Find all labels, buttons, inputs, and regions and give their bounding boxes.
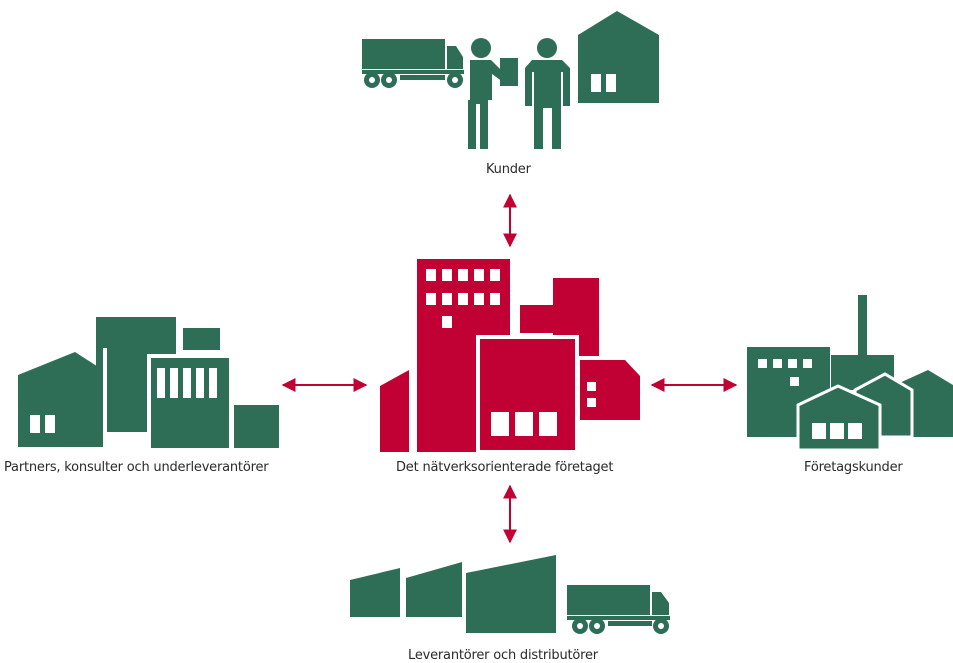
buildings-icon	[18, 317, 279, 448]
truck-icon	[362, 39, 464, 88]
office-buildings-icon	[380, 259, 640, 452]
corporate-customers-label: Företagskunder	[804, 460, 903, 475]
person-icon	[525, 38, 570, 149]
customers-group	[362, 11, 659, 149]
house-icon	[578, 11, 659, 103]
partners-label: Partners, konsulter och underleverantöre…	[4, 460, 269, 475]
person-icon	[468, 38, 518, 149]
customers-label: Kunder	[486, 162, 531, 177]
factory-icon	[747, 295, 953, 452]
networked-company-label: Det nätverksorienterade företaget	[396, 460, 614, 475]
suppliers-label: Leverantörer och distributörer	[408, 648, 598, 663]
truck-icon	[567, 585, 670, 634]
warehouses-icon	[350, 555, 556, 633]
